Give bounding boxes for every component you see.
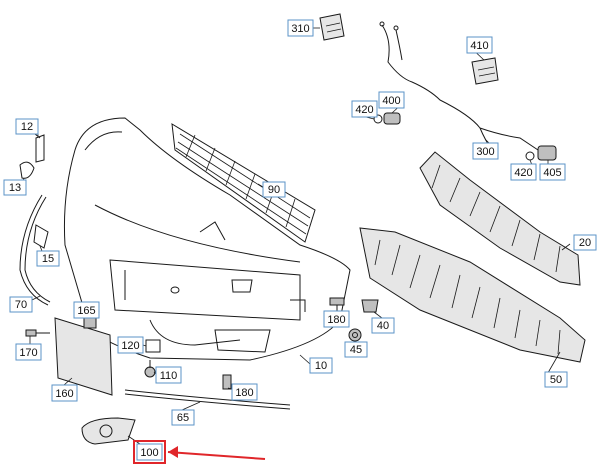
label-120[interactable]: 120 xyxy=(117,336,144,354)
label-20[interactable]: 20 xyxy=(573,234,597,251)
svg-text:90: 90 xyxy=(268,184,280,196)
svg-text:170: 170 xyxy=(19,347,37,359)
label-70[interactable]: 70 xyxy=(9,296,33,313)
reinforcement-bar xyxy=(419,151,581,286)
svg-text:405: 405 xyxy=(543,167,561,179)
svg-text:40: 40 xyxy=(377,320,389,332)
label-310[interactable]: 310 xyxy=(287,19,314,37)
parking-sensor-405 xyxy=(525,145,557,161)
clip-13 xyxy=(19,161,35,179)
label-12[interactable]: 12 xyxy=(15,118,39,135)
svg-text:160: 160 xyxy=(55,388,73,400)
sensor-bracket-310 xyxy=(319,13,345,41)
label-50[interactable]: 50 xyxy=(544,371,568,388)
svg-text:70: 70 xyxy=(15,299,27,311)
license-plate-holder-160 xyxy=(54,317,113,396)
label-110[interactable]: 110 xyxy=(155,366,182,384)
bracket-15 xyxy=(33,224,49,249)
sensor-bracket-410 xyxy=(471,57,499,85)
label-400[interactable]: 400 xyxy=(378,91,405,109)
svg-text:65: 65 xyxy=(177,412,189,424)
svg-text:120: 120 xyxy=(121,340,139,352)
label-45[interactable]: 45 xyxy=(344,341,368,358)
arrow-head-icon xyxy=(168,446,178,458)
label-100[interactable]: 100 xyxy=(136,443,163,461)
screw-170 xyxy=(25,329,50,337)
label-15[interactable]: 15 xyxy=(36,250,60,267)
trim-strip-65 xyxy=(124,389,291,410)
label-65[interactable]: 65 xyxy=(171,409,195,426)
svg-text:180: 180 xyxy=(327,314,345,326)
clip-40 xyxy=(361,299,379,313)
screw-180-lower xyxy=(222,374,232,390)
bumper-carrier xyxy=(359,227,586,363)
svg-text:180: 180 xyxy=(235,387,253,399)
label-90[interactable]: 90 xyxy=(262,181,286,198)
bumper-cover xyxy=(63,117,351,361)
highlight-100 xyxy=(133,440,266,464)
bracket-12 xyxy=(29,129,45,163)
label-13[interactable]: 13 xyxy=(3,179,27,196)
svg-text:15: 15 xyxy=(42,253,54,265)
svg-text:100: 100 xyxy=(140,447,158,459)
svg-text:12: 12 xyxy=(21,121,33,133)
label-410[interactable]: 410 xyxy=(466,36,493,54)
svg-text:13: 13 xyxy=(9,182,21,194)
label-420-top[interactable]: 420 xyxy=(351,100,378,118)
svg-text:410: 410 xyxy=(470,40,488,52)
label-40[interactable]: 40 xyxy=(371,317,395,334)
bracket-120 xyxy=(145,339,161,353)
clip-165 xyxy=(83,317,97,329)
label-180-upper[interactable]: 180 xyxy=(323,310,350,328)
svg-text:10: 10 xyxy=(315,360,327,372)
svg-text:165: 165 xyxy=(77,305,95,317)
label-160[interactable]: 160 xyxy=(51,384,78,402)
svg-text:420: 420 xyxy=(514,167,532,179)
svg-text:50: 50 xyxy=(550,374,562,386)
label-300[interactable]: 300 xyxy=(472,142,499,160)
label-405[interactable]: 405 xyxy=(539,163,566,181)
label-10[interactable]: 10 xyxy=(309,357,333,374)
svg-text:400: 400 xyxy=(382,95,400,107)
nut-45 xyxy=(348,328,362,342)
label-180-lower[interactable]: 180 xyxy=(231,383,258,401)
label-165[interactable]: 165 xyxy=(73,301,100,319)
svg-text:45: 45 xyxy=(350,344,362,356)
screw-110 xyxy=(144,360,156,378)
wiring-harness xyxy=(379,21,539,151)
svg-text:420: 420 xyxy=(355,104,373,116)
label-420-right[interactable]: 420 xyxy=(510,163,537,181)
grille xyxy=(171,123,316,243)
label-170[interactable]: 170 xyxy=(15,343,42,361)
svg-text:20: 20 xyxy=(579,237,591,249)
side-trim-70 xyxy=(19,194,51,306)
svg-text:300: 300 xyxy=(476,146,494,158)
svg-text:110: 110 xyxy=(160,370,178,382)
svg-text:310: 310 xyxy=(291,23,309,35)
parking-sensor-400 xyxy=(373,112,401,125)
fog-light-cover-100 xyxy=(81,417,136,445)
